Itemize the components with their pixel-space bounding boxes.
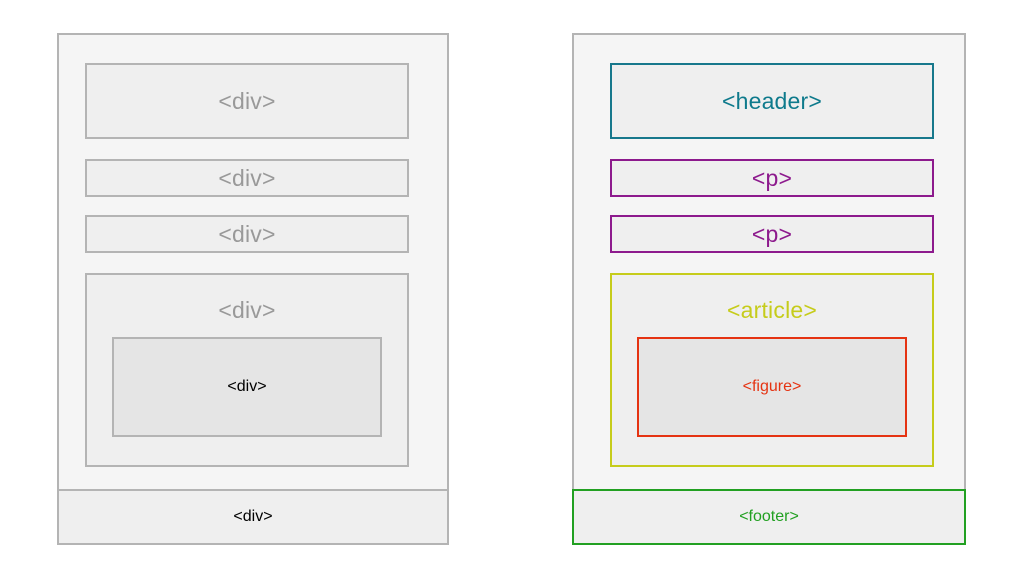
block-label: <div> (218, 87, 276, 114)
block-label: <div> (227, 378, 267, 395)
block-header: <header> (610, 63, 934, 139)
semantic-block-stack: <header> <p> <p> <article> <figure> (610, 63, 934, 467)
block-footer: <footer> (572, 489, 966, 545)
block-label: <article> (726, 297, 817, 323)
block-label: <footer> (739, 508, 799, 525)
non-semantic-markup-panel: <div> <div> <div> <div> <div> <div> (57, 33, 449, 545)
block-div-4-container: <div> <div> (85, 273, 409, 467)
block-div-1: <div> (85, 63, 409, 139)
block-div-2: <div> (85, 159, 409, 197)
block-div-footer: <div> (57, 489, 449, 545)
block-label: <div> (218, 297, 276, 323)
block-label: <div> (218, 164, 276, 191)
block-div-3: <div> (85, 215, 409, 253)
block-label: <div> (233, 508, 273, 525)
semantic-markup-panel: <header> <p> <p> <article> <figure> <foo… (572, 33, 966, 545)
block-div-5-nested: <div> (112, 337, 382, 437)
div-block-stack: <div> <div> <div> <div> <div> (85, 63, 409, 467)
block-label: <figure> (742, 378, 802, 395)
block-label: <p> (751, 164, 793, 191)
block-paragraph-1: <p> (610, 159, 934, 197)
block-label: <p> (751, 220, 793, 247)
block-label: <div> (218, 220, 276, 247)
block-paragraph-2: <p> (610, 215, 934, 253)
block-label: <header> (721, 87, 823, 114)
block-figure-nested: <figure> (637, 337, 907, 437)
block-article-container: <article> <figure> (610, 273, 934, 467)
